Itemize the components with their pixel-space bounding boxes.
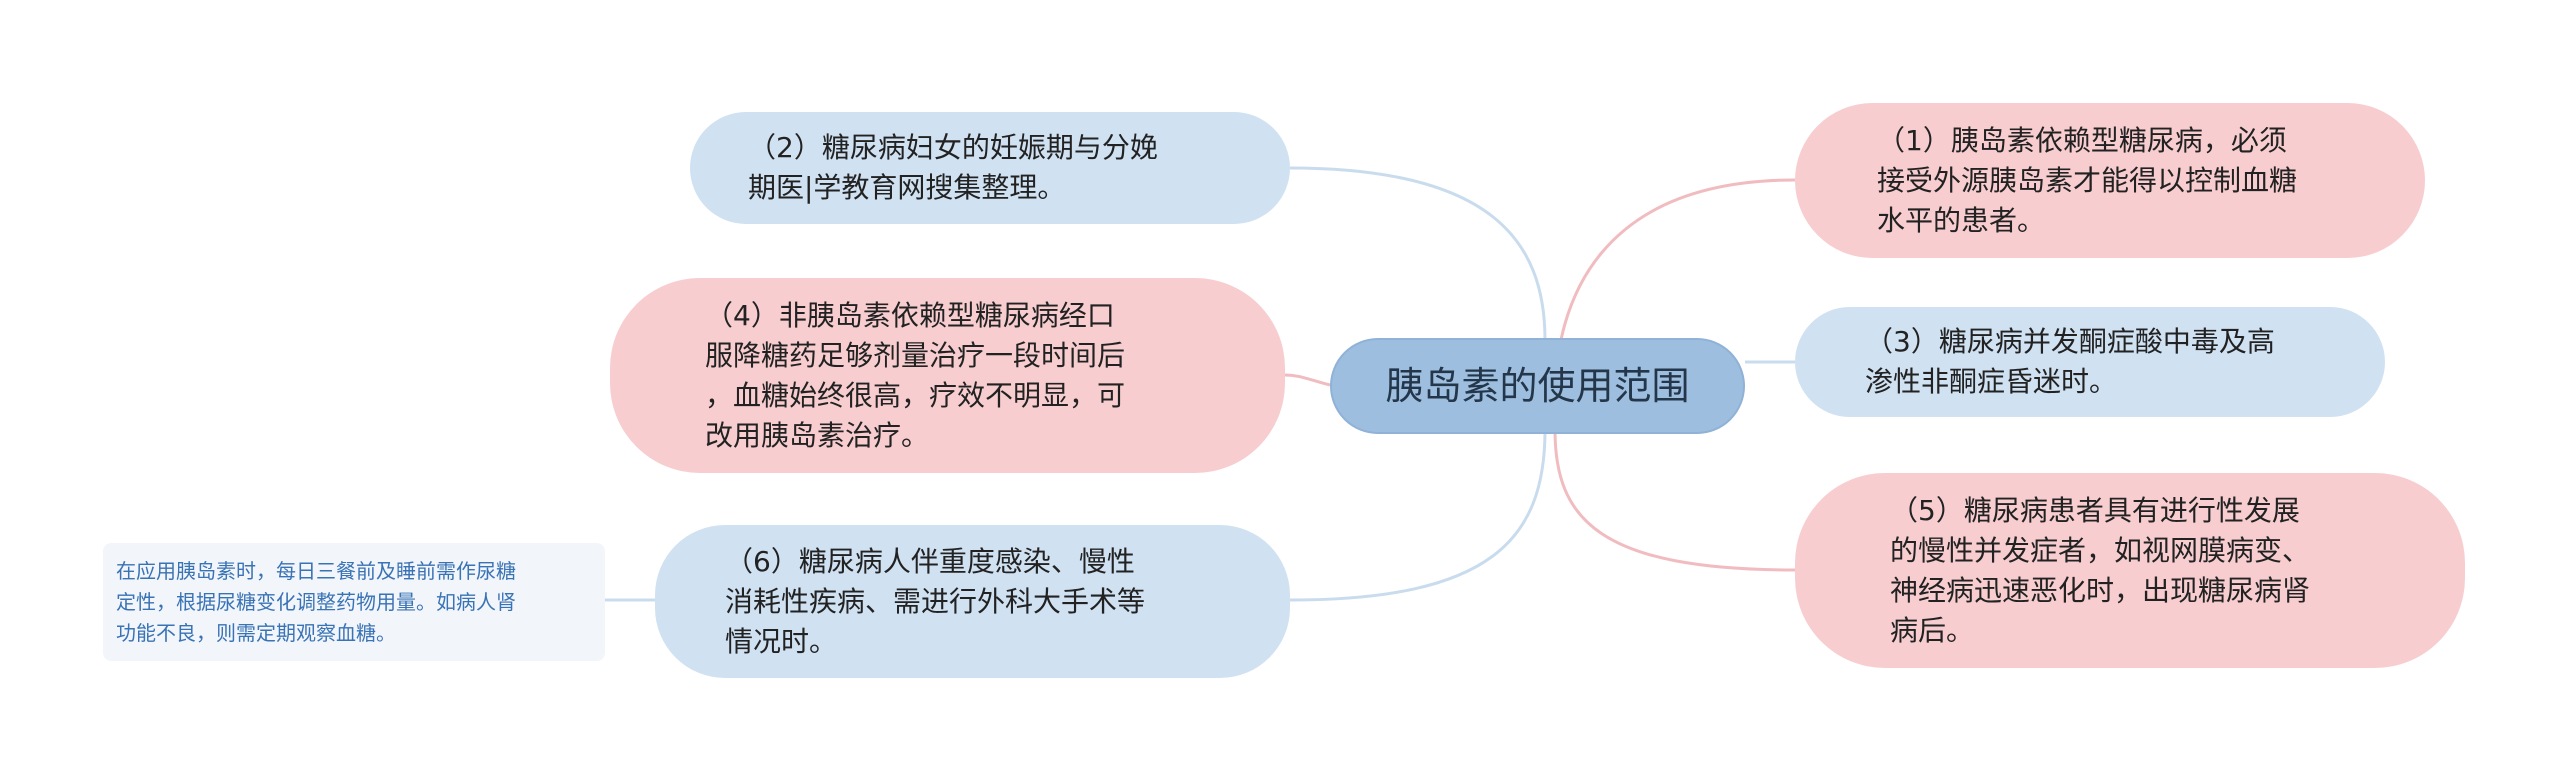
central-topic-node[interactable]: 胰岛素的使用范围 <box>1330 338 1745 434</box>
branch-node-1[interactable]: （1）胰岛素依赖型糖尿病，必须 接受外源胰岛素才能得以控制血糖 水平的患者。 <box>1795 103 2425 258</box>
branch-4-text: （4）非胰岛素依赖型糖尿病经口 服降糖药足够剂量治疗一段时间后 ，血糖始终很高，… <box>705 298 1126 452</box>
branch-2-text: （2）糖尿病妇女的妊娠期与分娩 期医|学教育网搜集整理。 <box>748 131 1158 204</box>
connector-central-to-branch-6 <box>1289 429 1547 602</box>
note-box[interactable]: 在应用胰岛素时，每日三餐前及睡前需作尿糖 定性，根据尿糖变化调整药物用量。如病人… <box>103 543 605 661</box>
central-topic-label: 胰岛素的使用范围 <box>1385 364 1690 408</box>
connector-central-to-branch-2 <box>1289 166 1547 341</box>
branch-node-2[interactable]: （2）糖尿病妇女的妊娠期与分娩 期医|学教育网搜集整理。 <box>690 112 1290 224</box>
note-text: 在应用胰岛素时，每日三餐前及睡前需作尿糖 定性，根据尿糖变化调整药物用量。如病人… <box>116 558 516 645</box>
branch-5-text: （5）糖尿病患者具有进行性发展 的慢性并发症者，如视网膜病变、 神经病迅速恶化时… <box>1890 493 2311 647</box>
branch-6-text: （6）糖尿病人伴重度感染、慢性 消耗性疾病、需进行外科大手术等 情况时。 <box>725 544 1146 658</box>
branch-node-4[interactable]: （4）非胰岛素依赖型糖尿病经口 服降糖药足够剂量治疗一段时间后 ，血糖始终很高，… <box>610 278 1285 473</box>
connector-central-to-branch-4 <box>1284 373 1331 387</box>
branch-3-text: （3）糖尿病并发酮症酸中毒及高 渗性非酮症昏迷时。 <box>1865 325 2275 398</box>
branch-node-6[interactable]: （6）糖尿病人伴重度感染、慢性 消耗性疾病、需进行外科大手术等 情况时。 <box>655 525 1290 678</box>
branch-node-3[interactable]: （3）糖尿病并发酮症酸中毒及高 渗性非酮症昏迷时。 <box>1795 307 2385 417</box>
branch-1-text: （1）胰岛素依赖型糖尿病，必须 接受外源胰岛素才能得以控制血糖 水平的患者。 <box>1877 123 2298 237</box>
connector-central-to-branch-5 <box>1553 429 1796 572</box>
branch-node-5[interactable]: （5）糖尿病患者具有进行性发展 的慢性并发症者，如视网膜病变、 神经病迅速恶化时… <box>1795 473 2465 668</box>
